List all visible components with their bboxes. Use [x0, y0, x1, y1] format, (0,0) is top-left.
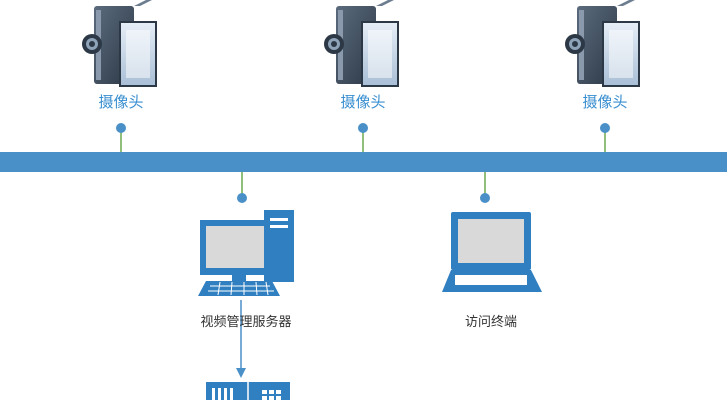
desktop-computer-icon	[198, 210, 294, 296]
video-camera-icon	[82, 0, 157, 87]
server-label: 视频管理服务器	[200, 315, 292, 330]
server-connector	[237, 172, 247, 203]
camera-connector-2	[358, 123, 368, 152]
camera-label-3: 摄像头	[582, 93, 628, 111]
camera-label-1: 摄像头	[98, 93, 144, 111]
client-connector	[480, 172, 490, 203]
laptop-icon	[442, 212, 542, 292]
camera-label-2: 摄像头	[340, 93, 386, 111]
video-camera-icon	[565, 0, 640, 87]
camera-connector-1	[116, 123, 126, 152]
client-label: 访问终端	[464, 315, 518, 330]
camera-connector-3	[600, 123, 610, 152]
storage-link-arrow	[236, 300, 246, 378]
video-camera-icon	[324, 0, 399, 87]
network-bus	[0, 152, 727, 172]
storage-device-icon	[206, 382, 290, 400]
